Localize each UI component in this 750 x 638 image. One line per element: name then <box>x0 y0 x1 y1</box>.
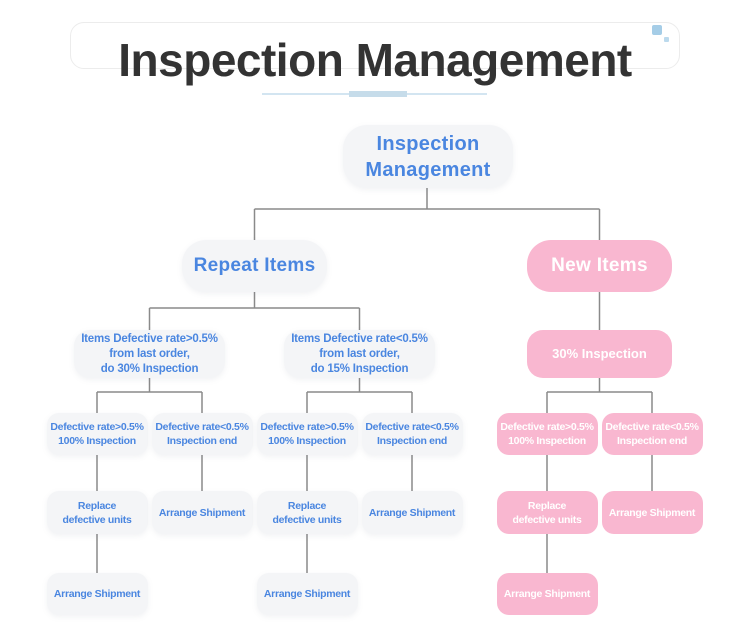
node-new-final-shipment: Arrange Shipment <box>496 573 598 615</box>
node-root: Inspection Management <box>343 125 513 188</box>
node-repeat-low-defect-high: Defective rate>0.5% 100% Inspection <box>256 413 358 455</box>
node-repeat-low-rate: Items Defective rate<0.5% from last orde… <box>284 330 435 378</box>
node-repeat-high-defect-low: Defective rate<0.5% Inspection end <box>151 413 253 455</box>
node-repeat-low-arrange-shipment: Arrange Shipment <box>361 491 463 534</box>
node-repeat-items: Repeat Items <box>182 240 327 292</box>
node-new-defect-low: Defective rate<0.5% Inspection end <box>601 413 703 455</box>
node-new-defect-high: Defective rate>0.5% 100% Inspection <box>496 413 598 455</box>
decor-square-small <box>664 37 669 42</box>
title-card <box>70 22 680 69</box>
node-repeat-low-replace-units: Replace defective units <box>256 491 358 534</box>
node-repeat-high-defect-high: Defective rate>0.5% 100% Inspection <box>46 413 148 455</box>
node-new-replace-units: Replace defective units <box>496 491 598 534</box>
node-new-items: New Items <box>527 240 672 292</box>
node-repeat-high-rate: Items Defective rate>0.5% from last orde… <box>74 330 225 378</box>
node-repeat-high-final-shipment: Arrange Shipment <box>46 573 148 615</box>
page-title: Inspection Management <box>118 34 632 86</box>
node-new-arrange-shipment: Arrange Shipment <box>601 491 703 534</box>
node-repeat-high-replace-units: Replace defective units <box>46 491 148 534</box>
title-underline-accent <box>349 91 407 97</box>
node-repeat-low-final-shipment: Arrange Shipment <box>256 573 358 615</box>
node-repeat-low-defect-low: Defective rate<0.5% Inspection end <box>361 413 463 455</box>
node-repeat-high-arrange-shipment: Arrange Shipment <box>151 491 253 534</box>
node-new-30pct-inspection: 30% Inspection <box>527 330 672 378</box>
decor-square-large <box>652 25 662 35</box>
